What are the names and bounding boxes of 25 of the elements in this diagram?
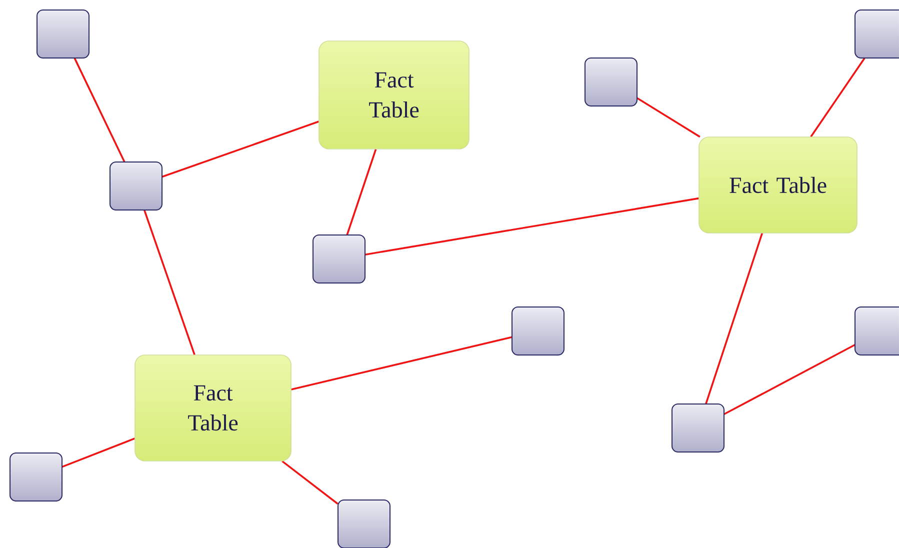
fact-table-box: Fact Table [134,354,292,462]
connector-line [346,148,377,236]
connector-line [62,438,136,468]
fact-table-box: Fact Table [318,40,470,150]
connector-line [724,344,856,415]
connector-line [282,460,338,505]
empty-box [854,306,899,356]
empty-box [110,162,162,210]
connector-line [636,97,700,138]
connector-line [74,58,126,162]
connector-line [365,197,699,256]
connector-line [162,120,320,178]
connector-line [144,210,196,356]
connector-line [291,336,512,390]
connector-line [705,232,763,404]
fact-table-box: Fact Table [698,136,858,234]
empty-box [338,500,390,548]
connector-line [810,58,866,138]
empty-box [584,58,638,106]
empty-box [672,404,724,452]
empty-box [512,306,564,356]
empty-box [36,10,90,58]
empty-box [854,10,899,58]
empty-box [10,452,62,502]
empty-box [312,234,366,284]
